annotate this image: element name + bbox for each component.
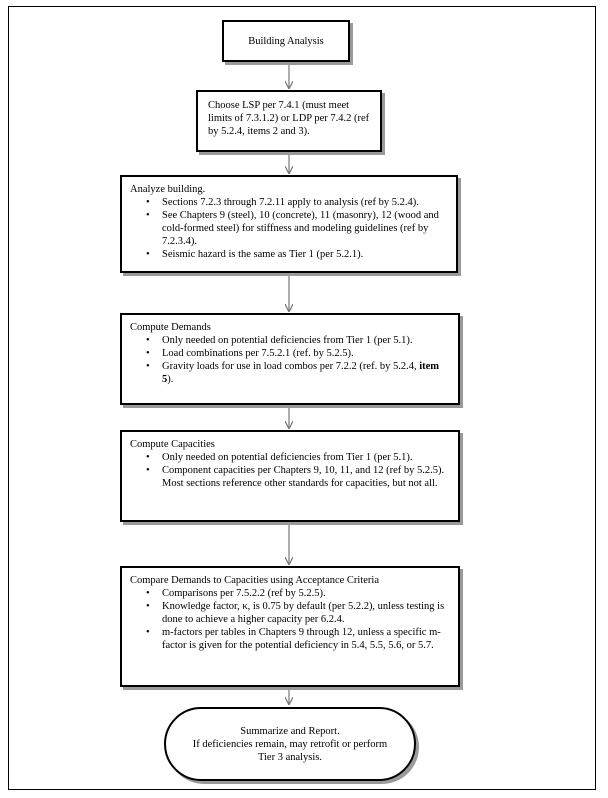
list-item: •Component capacities per Chapters 9, 10… (146, 465, 445, 489)
bullet-icon: • (146, 210, 150, 221)
list-item: •Sections 7.2.3 through 7.2.11 apply to … (146, 197, 419, 208)
building-analysis-label: Building Analysis (248, 35, 324, 47)
summarize-terminal: Summarize and Report. If deficiencies re… (164, 707, 416, 781)
list-item: •Gravity loads for use in load combos pe… (146, 361, 440, 385)
bullet-icon: • (146, 588, 150, 599)
list-item: •Comparisons per 7.5.2.2 (ref by 5.2.5). (146, 588, 326, 599)
list-item: •m-factors per tables in Chapters 9 thro… (146, 627, 441, 651)
bullet-icon: • (146, 452, 150, 463)
analyze-building-box: Analyze building. •Sections 7.2.3 throug… (120, 175, 458, 273)
bullet-icon: • (146, 335, 150, 346)
bullet-icon: • (146, 465, 150, 476)
building-analysis-box: Building Analysis (222, 20, 350, 62)
bullet-icon: • (146, 361, 150, 372)
compare-title: Compare Demands to Capacities using Acce… (130, 575, 380, 586)
summarize-line-3: Tier 3 analysis. (257, 751, 323, 763)
bullet-icon: • (146, 197, 150, 208)
list-item: •Knowledge factor, κ, is 0.75 by default… (146, 601, 445, 625)
compute-capacities-box: Compute Capacities •Only needed on poten… (120, 430, 460, 522)
analyze-building-title: Analyze building. (130, 184, 206, 195)
bold-item-ref: item 5 (162, 361, 440, 385)
compute-demands-title: Compute Demands (130, 322, 211, 333)
list-item: •Only needed on potential deficiencies f… (146, 452, 413, 463)
list-item: •See Chapters 9 (steel), 10 (concrete), … (146, 210, 439, 247)
choose-procedure-box: Choose LSP per 7.4.1 (must meet limits o… (196, 90, 382, 152)
compare-box: Compare Demands to Capacities using Acce… (120, 566, 460, 687)
bullet-icon: • (146, 249, 150, 260)
list-item: •Only needed on potential deficiencies f… (146, 335, 413, 346)
compute-capacities-list: •Only needed on potential deficiencies f… (130, 451, 452, 490)
bullet-icon: • (146, 348, 150, 359)
bullet-icon: • (146, 627, 150, 638)
compute-demands-list: •Only needed on potential deficiencies f… (130, 334, 452, 386)
page-frame (8, 6, 596, 790)
bullet-icon: • (146, 601, 150, 612)
choose-procedure-text: Choose LSP per 7.4.1 (must meet limits o… (208, 100, 370, 137)
compare-list: •Comparisons per 7.5.2.2 (ref by 5.2.5).… (130, 587, 452, 652)
summarize-line-1: Summarize and Report. (240, 725, 340, 737)
summarize-line-2: If deficiencies remain, may retrofit or … (192, 738, 388, 750)
compute-capacities-title: Compute Capacities (130, 439, 215, 450)
list-item: •Seismic hazard is the same as Tier 1 (p… (146, 249, 364, 260)
compute-demands-box: Compute Demands •Only needed on potentia… (120, 313, 460, 405)
analyze-building-list: •Sections 7.2.3 through 7.2.11 apply to … (130, 196, 450, 261)
list-item: •Load combinations per 7.5.2.1 (ref. by … (146, 348, 354, 359)
